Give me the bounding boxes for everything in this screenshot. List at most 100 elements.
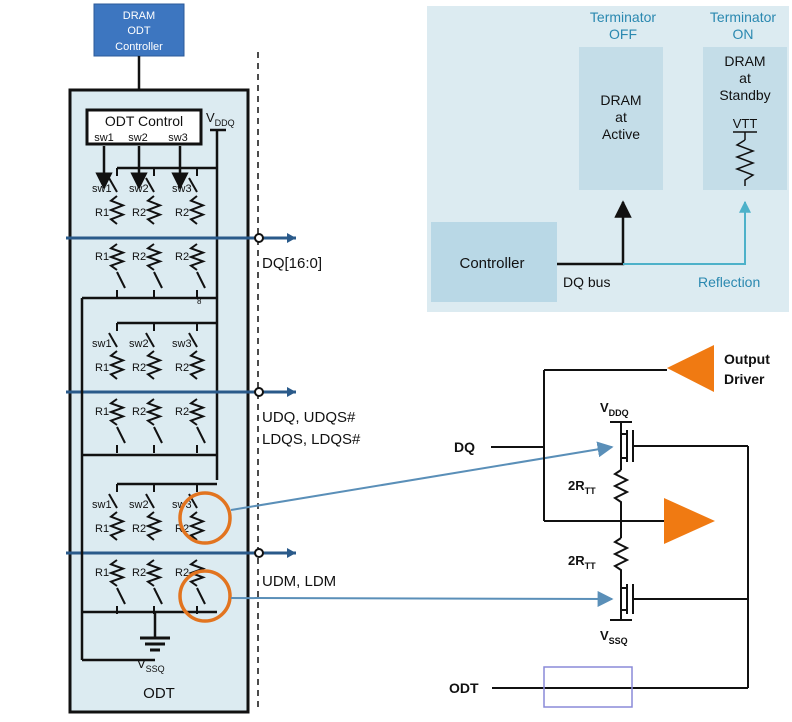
group-1-lower-switch-2 [196, 426, 206, 444]
group-0-lower-r-label-1: R2 [132, 251, 146, 263]
group-2-switch-1 [145, 493, 155, 509]
vtt-label: VTT [733, 116, 758, 131]
group-0-switch-1 [145, 177, 155, 193]
left-vssq-label: VSSQ [137, 656, 165, 674]
group-1-switch-1 [145, 332, 155, 348]
group-0-upper-resistor-1 [145, 195, 163, 225]
upper-connection-arrow [230, 441, 614, 511]
dram-standby-line-1: DRAM [724, 53, 765, 69]
controller-box-line-1: DRAM [123, 10, 155, 22]
term-on-line-1: Terminator [710, 9, 776, 25]
group-2-lower-switch-2 [196, 587, 206, 605]
group-1-upper-r-label-2: R2 [175, 362, 189, 374]
odt-control-box [85, 108, 203, 146]
group-2-lower-switch-1 [153, 587, 163, 605]
group-0-lower-switch-1 [153, 271, 163, 289]
group-1-upper-resistor-0 [108, 350, 126, 380]
input-receiver-triangle [664, 498, 715, 544]
group-0-upper-resistor-2 [188, 195, 206, 225]
group-1-switch-2 [188, 332, 198, 348]
term-on-line-2: ON [733, 26, 754, 42]
vtt-resistor [734, 139, 756, 186]
group-0-lower-r-label-0: R1 [95, 251, 109, 263]
odt-circuit: Output Driver DQ VDDQ 2RTT 2RTT [449, 345, 770, 708]
group-0-lower-switch-2 [196, 271, 206, 289]
resistor-switch-groups: sw1R1R1sw2R2R2sw3R2R2sw1R1R1sw2R2R2sw3R2… [92, 166, 217, 614]
udm-label: UDM, LDM [262, 573, 336, 590]
controller-box-line-3: Controller [115, 41, 163, 53]
group-0-upper-resistor-0 [108, 195, 126, 225]
group-1-lower-r-label-1: R2 [132, 406, 146, 418]
control-sw3-label: sw3 [168, 132, 188, 144]
dram-standby-line-2: at [739, 70, 751, 86]
output-driver-line-1: Output [724, 351, 770, 367]
rtt-upper-label: 2RTT [568, 478, 596, 496]
group-0-switch-2 [188, 177, 198, 193]
odt-block [68, 88, 250, 714]
group-2-lower-r-label-1: R2 [132, 567, 146, 579]
dq-pin-label: DQ [454, 439, 475, 455]
group-1-sw-label-0: sw1 [92, 338, 112, 350]
group-0-lower-resistor-0 [108, 243, 126, 271]
control-sw2-label: sw2 [128, 132, 148, 144]
group-1-lower-switch-0 [116, 426, 126, 444]
rtt-upper-resistor [612, 469, 630, 521]
dram-active-line-3: Active [602, 126, 640, 142]
left-vddq-label: VDDQ [206, 110, 235, 128]
reflection-path [623, 200, 751, 265]
selection-box [543, 666, 633, 708]
dram-active-line-1: DRAM [600, 92, 641, 108]
group-1-lower-resistor-1 [145, 398, 163, 426]
group-0-switch-0 [108, 177, 118, 193]
term-off-line-2: OFF [609, 26, 637, 42]
right-vddq-label: VDDQ [600, 400, 629, 418]
odt-pin-label: ODT [449, 680, 479, 696]
group-1-lower-r-label-0: R1 [95, 406, 109, 418]
group-2-lower-resistor-0 [108, 559, 126, 587]
group-0-lower-r-label-2: R2 [175, 251, 189, 263]
rtt-lower-label: 2RTT [568, 553, 596, 571]
group-1-switch-0 [108, 332, 118, 348]
ldqs-label: LDQS, LDQS# [262, 431, 361, 448]
group-1-lower-resistor-2 [188, 398, 206, 426]
group-0-upper-r-label-2: R2 [175, 207, 189, 219]
group-1-lower-switch-1 [153, 426, 163, 444]
group-2-sw-label-0: sw1 [92, 499, 112, 511]
group-2-lower-resistor-2 [188, 559, 206, 587]
output-driver-triangle [667, 345, 714, 392]
group-2-upper-resistor-0 [108, 511, 126, 541]
lower-connection-arrow [230, 590, 614, 607]
group-1-upper-resistor-2 [188, 350, 206, 380]
dq-bus-label: DQ bus [563, 274, 610, 290]
group-0-sw-label-2: sw3 [172, 183, 192, 195]
controller-box [431, 222, 557, 302]
group-2-lower-resistor-1 [145, 559, 163, 587]
group-2-sw-label-1: sw2 [129, 499, 149, 511]
group-0-sw-label-0: sw1 [92, 183, 112, 195]
dq-bus-label: DQ[16:0] [262, 255, 322, 272]
rtt-lower-resistor [612, 537, 630, 585]
group-2-upper-resistor-1 [145, 511, 163, 541]
odt-caption: ODT [143, 685, 175, 702]
group-1-lower-resistor-0 [108, 398, 126, 426]
reflection-label: Reflection [698, 274, 760, 290]
group-0-sw-label-1: sw2 [129, 183, 149, 195]
termination-panel: Terminator OFF Terminator ON DRAM at Act… [427, 6, 789, 312]
right-vssq-label: VSSQ [600, 628, 628, 646]
group-0-upper-r-label-0: R1 [95, 207, 109, 219]
controller-label: Controller [459, 255, 524, 272]
group-1-sw-label-1: sw2 [129, 338, 149, 350]
group-2-upper-r-label-1: R2 [132, 523, 146, 535]
group-2-upper-r-label-0: R1 [95, 523, 109, 535]
group-2-lower-r-label-0: R1 [95, 567, 109, 579]
control-sw1-label: sw1 [94, 132, 114, 144]
group-2-switch-0 [108, 493, 118, 509]
group-1-upper-r-label-0: R1 [95, 362, 109, 374]
group-2-lower-switch-0 [116, 587, 126, 605]
left-odt-diagram: DRAM ODT Controller ODT Control sw1 sw2 … [66, 3, 361, 714]
group-2-lower-r-label-2: R2 [175, 567, 189, 579]
group-1-sw-label-2: sw3 [172, 338, 192, 350]
highlight-circle-lower [178, 569, 232, 623]
group-1-lower-r-label-2: R2 [175, 406, 189, 418]
